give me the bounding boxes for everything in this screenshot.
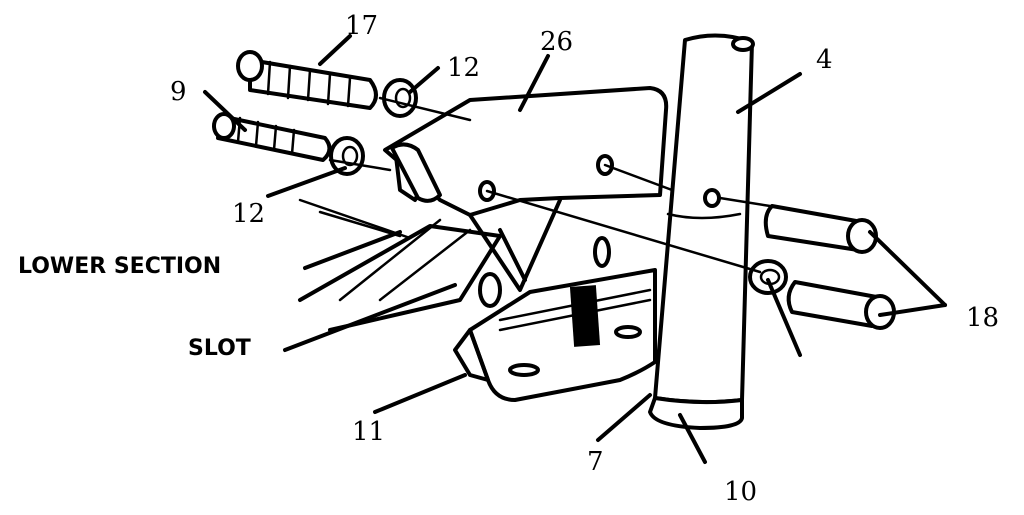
- end-cap-part-10: [648, 396, 744, 430]
- washer-right: [748, 259, 788, 295]
- upright-tube-part-4: [653, 33, 755, 405]
- callout-18: 18: [966, 303, 999, 333]
- bracket-part-11: [453, 268, 657, 402]
- leader-lines: [203, 34, 947, 464]
- lower-section-tube: [298, 198, 502, 332]
- pin-part-18-lower: [786, 280, 896, 330]
- callout-7: 7: [587, 447, 604, 477]
- callout-12-lower: 12: [232, 199, 265, 229]
- pin-part-18-upper: [763, 204, 878, 254]
- callout-11: 11: [352, 417, 385, 447]
- callout-26: 26: [540, 27, 573, 57]
- bracket-part-26: [383, 86, 669, 308]
- callout-10: 10: [724, 477, 757, 507]
- bolt-part-9: [212, 112, 332, 162]
- callout-4: 4: [816, 45, 833, 75]
- bolt-part-17: [236, 50, 378, 110]
- assembly-axis-lines: [328, 96, 772, 274]
- label-lower-section: LOWER SECTION: [18, 254, 221, 279]
- callout-9: 9: [170, 77, 187, 107]
- washer-part-12-lower: [329, 136, 365, 176]
- callout-17: 17: [345, 11, 378, 41]
- label-slot: SLOT: [188, 336, 251, 361]
- callout-12-upper: 12: [447, 53, 480, 83]
- washer-part-12-upper: [382, 78, 418, 118]
